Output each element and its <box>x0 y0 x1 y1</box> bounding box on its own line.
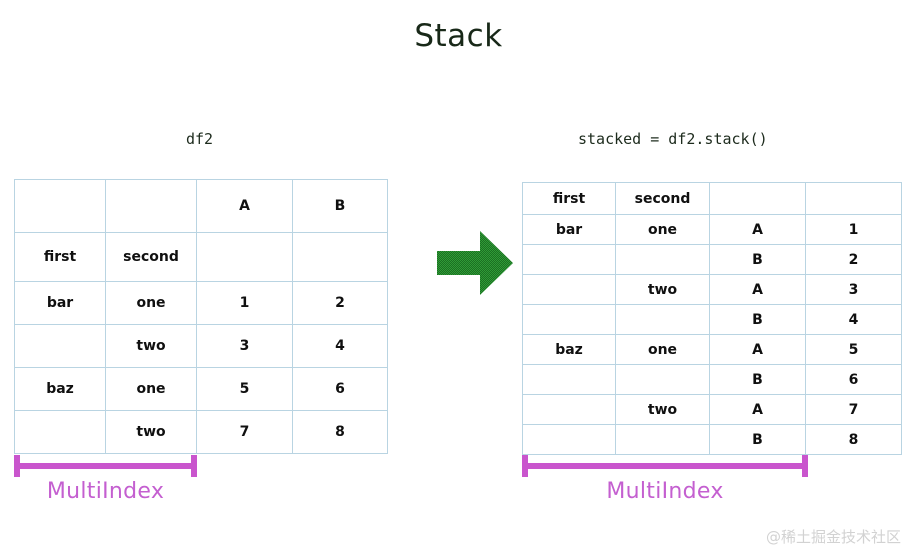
corner-cell-blank-1 <box>14 179 106 233</box>
cell-value-a: 7 <box>196 410 293 454</box>
cell-value-b: 4 <box>292 324 388 368</box>
corner-cell-blank-2 <box>105 179 197 233</box>
table-row-index-names: first second <box>14 232 388 282</box>
bracket-bar <box>522 463 808 469</box>
index-first <box>14 324 106 368</box>
table-row: two 7 8 <box>14 410 388 454</box>
index-level: A <box>709 274 806 305</box>
index-second <box>615 304 710 335</box>
blank-cell-b <box>292 232 388 282</box>
bracket-cap-right <box>802 455 808 477</box>
cell-value: 7 <box>805 394 902 425</box>
table-row: two A 7 <box>522 394 902 425</box>
cell-value: 2 <box>805 244 902 275</box>
cell-value: 3 <box>805 274 902 305</box>
index-second: one <box>105 367 197 411</box>
index-first <box>14 410 106 454</box>
multiindex-label: MultiIndex <box>606 479 724 504</box>
table-row: two A 3 <box>522 274 902 305</box>
cell-value-a: 5 <box>196 367 293 411</box>
multiindex-bracket <box>14 455 197 477</box>
cell-value: 4 <box>805 304 902 335</box>
index-level: A <box>709 214 806 245</box>
index-level: B <box>709 244 806 275</box>
table-row: bar one 1 2 <box>14 281 388 325</box>
cell-value-a: 3 <box>196 324 293 368</box>
index-level-name-second: second <box>105 232 197 282</box>
index-second: one <box>615 214 710 245</box>
table-row: two 3 4 <box>14 324 388 368</box>
index-second: two <box>105 324 197 368</box>
table-row-column-header: A B <box>14 179 388 233</box>
bracket-cap-left <box>522 455 528 477</box>
index-second <box>615 424 710 455</box>
index-second <box>615 364 710 395</box>
cell-value-b: 2 <box>292 281 388 325</box>
index-first <box>522 394 616 425</box>
index-level: B <box>709 364 806 395</box>
blank-cell-value <box>805 182 902 215</box>
index-level: A <box>709 394 806 425</box>
right-table-caption: stacked = df2.stack() <box>578 130 768 148</box>
index-level-name-first: first <box>14 232 106 282</box>
index-first: bar <box>14 281 106 325</box>
blank-cell-level <box>709 182 806 215</box>
index-level: B <box>709 424 806 455</box>
table-row: baz one 5 6 <box>14 367 388 411</box>
dataframe-stacked: first second bar one A 1 B 2 two A 3 B <box>522 182 902 455</box>
cell-value: 8 <box>805 424 902 455</box>
table-row: B 6 <box>522 364 902 395</box>
table-row: B 2 <box>522 244 902 275</box>
index-level: A <box>709 334 806 365</box>
watermark: @稀土掘金技术社区 <box>765 528 901 546</box>
bracket-cap-left <box>14 455 20 477</box>
bracket-bar <box>14 463 197 469</box>
multiindex-bracket <box>522 455 808 477</box>
index-first <box>522 274 616 305</box>
index-first: baz <box>14 367 106 411</box>
multiindex-label: MultiIndex <box>46 479 165 504</box>
index-first <box>522 364 616 395</box>
index-second <box>615 244 710 275</box>
left-table-caption: df2 <box>186 130 214 148</box>
index-first: baz <box>522 334 616 365</box>
dataframe-df2: A B first second bar one 1 2 two 3 4 baz… <box>14 179 388 454</box>
table-row: bar one A 1 <box>522 214 902 245</box>
index-level: B <box>709 304 806 335</box>
column-header-b: B <box>292 179 388 233</box>
index-second: two <box>615 274 710 305</box>
cell-value: 5 <box>805 334 902 365</box>
page-title: Stack <box>414 18 503 54</box>
table-row-index-names: first second <box>522 182 902 215</box>
index-second: two <box>615 394 710 425</box>
cell-value-b: 8 <box>292 410 388 454</box>
cell-value-a: 1 <box>196 281 293 325</box>
table-row: B 4 <box>522 304 902 335</box>
column-header-a: A <box>196 179 293 233</box>
table-row: B 8 <box>522 424 902 455</box>
index-level-name-second: second <box>615 182 710 215</box>
transform-arrow-icon <box>437 231 513 295</box>
index-second: one <box>615 334 710 365</box>
bracket-cap-right <box>191 455 197 477</box>
cell-value: 1 <box>805 214 902 245</box>
index-first: bar <box>522 214 616 245</box>
index-level-name-first: first <box>522 182 616 215</box>
cell-value: 6 <box>805 364 902 395</box>
cell-value-b: 6 <box>292 367 388 411</box>
blank-cell-a <box>196 232 293 282</box>
index-first <box>522 244 616 275</box>
index-second: one <box>105 281 197 325</box>
index-first <box>522 304 616 335</box>
table-row: baz one A 5 <box>522 334 902 365</box>
index-first <box>522 424 616 455</box>
index-second: two <box>105 410 197 454</box>
